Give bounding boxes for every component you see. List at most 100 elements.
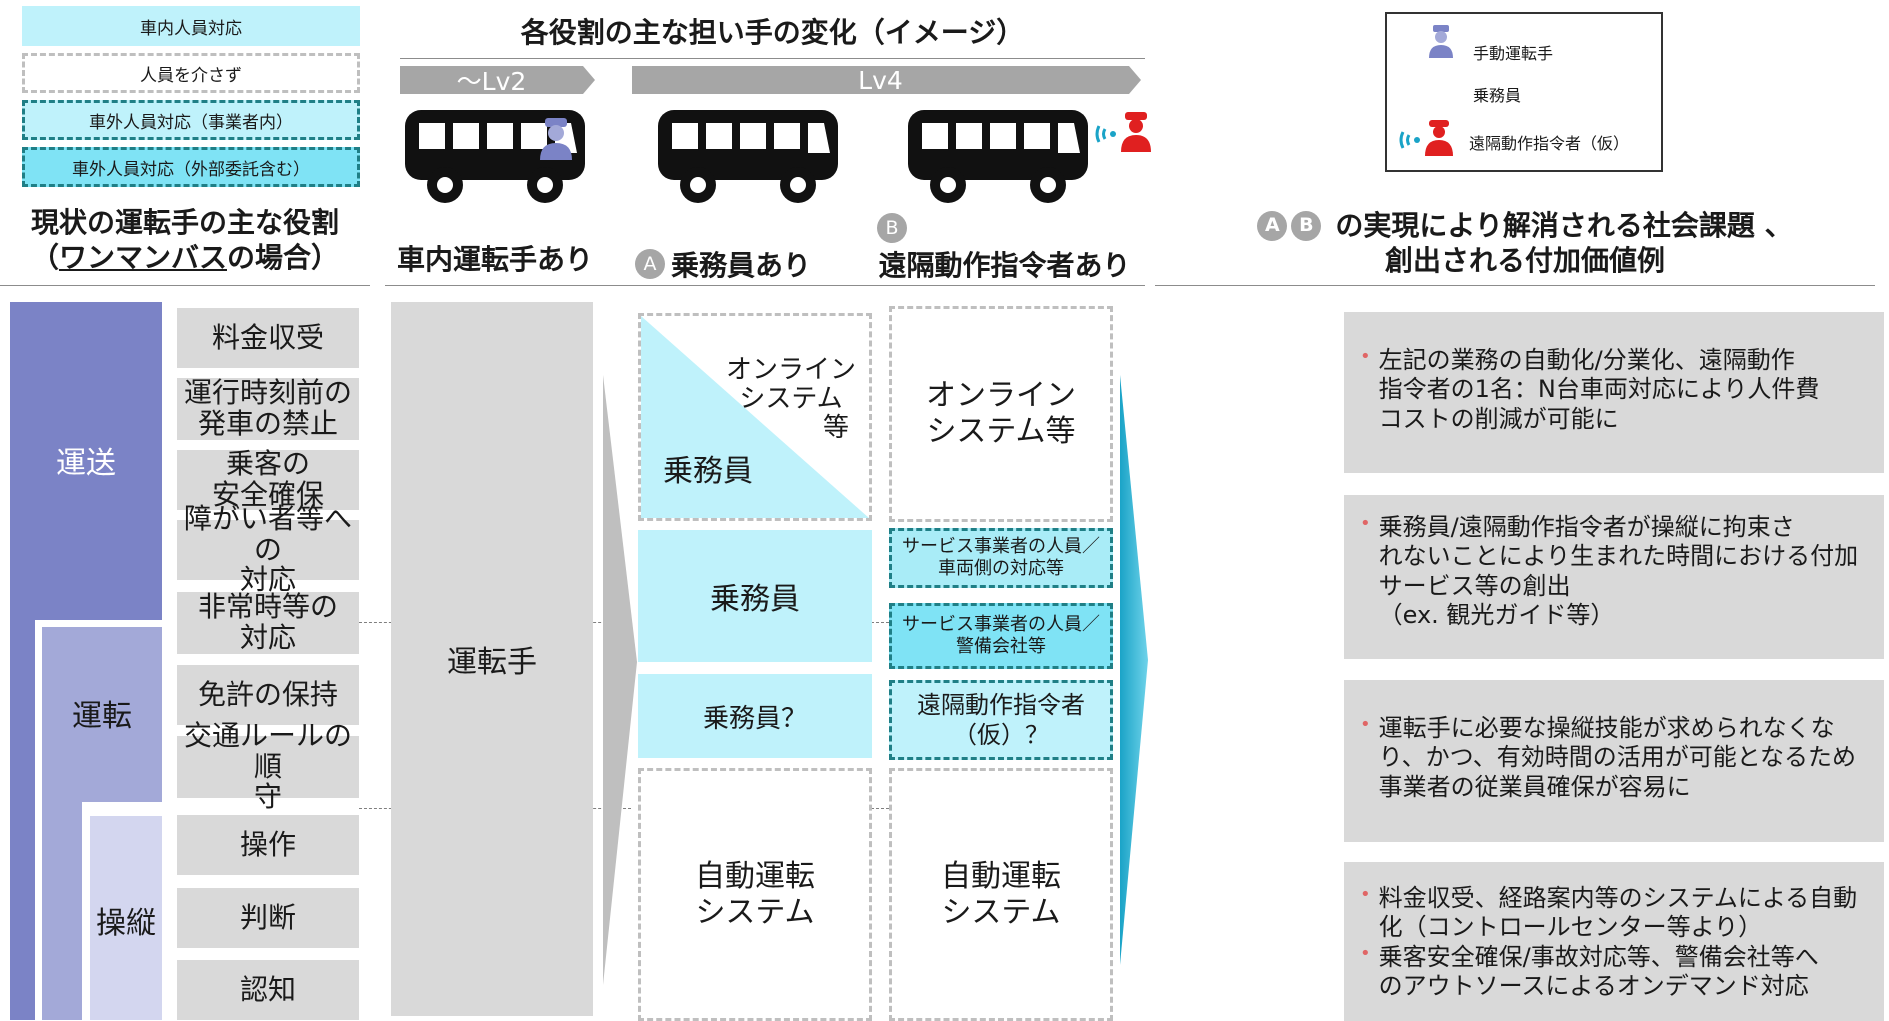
category-steering-fill bbox=[90, 816, 162, 1020]
task-no-early-departure-line2: 発車の禁止 bbox=[197, 407, 338, 440]
b-remote-line1: 遠隔動作指令者 bbox=[917, 691, 1085, 719]
b-security-box: サービス事業者の人員／ 警備会社等 bbox=[889, 603, 1113, 669]
result-card-4: • 料金収受、経路案内等のシステムによる自動 化（コントロールセンター等より） … bbox=[1344, 862, 1884, 1021]
task-operation: 操作 bbox=[177, 815, 359, 875]
b-auto-line2: システム bbox=[941, 894, 1061, 930]
task-traffic-rules-line2: 守 bbox=[253, 780, 282, 814]
role-legend: 手動運転手 乗務員 遠隔動作指令者（仮） bbox=[1385, 12, 1663, 172]
bus-icon-a bbox=[658, 105, 838, 205]
legend-no-person: 人員を介さず bbox=[22, 53, 360, 93]
category-transport-label: 運送 bbox=[56, 446, 116, 481]
legend-external-operator-label: 車外人員対応（事業者内） bbox=[89, 112, 293, 133]
task-traffic-rules: 交通ルールの順 守 bbox=[177, 720, 359, 812]
attendant-header: A 乗務員あり bbox=[635, 244, 855, 284]
result-2-line3: サービス等の創出 bbox=[1378, 571, 1571, 600]
b-auto-line1: 自動運転 bbox=[941, 858, 1061, 894]
attendant-header-text: 乗務員あり bbox=[671, 249, 812, 282]
lv4-label: Lv4 bbox=[858, 65, 903, 95]
separator-a-b-1 bbox=[871, 622, 889, 623]
badge-b-top: B bbox=[877, 213, 907, 243]
manual-driver-icon-on-bus bbox=[538, 116, 574, 164]
header-divider-left bbox=[0, 285, 370, 286]
lv4-banner: Lv4 bbox=[632, 65, 1141, 95]
task-recognition: 認知 bbox=[177, 960, 359, 1020]
header-divider-mid bbox=[385, 285, 1145, 286]
b-security-line2: 警備会社等 bbox=[956, 636, 1046, 657]
lv2-driver-label: 運転手 bbox=[447, 645, 537, 680]
task-traffic-rules-line1: 交通ルールの順 bbox=[183, 718, 352, 783]
legend-remote-operator: 遠隔動作指令者（仮） bbox=[1469, 134, 1630, 153]
task-no-early-departure: 運行時刻前の 発車の禁止 bbox=[177, 376, 359, 440]
task-emergency-response-line2: 対応 bbox=[239, 621, 296, 654]
category-transport: 運送 bbox=[10, 430, 162, 490]
task-disability-support: 障がい者等への 対応 bbox=[177, 503, 359, 595]
a-online-line1: オンライン bbox=[725, 355, 856, 385]
result-4a-line2: 化（コントロールセンター等より） bbox=[1378, 913, 1763, 942]
result-1-line2: 指令者の1名：N台車両対応により人件費 bbox=[1378, 375, 1820, 404]
a-attendant-question-label: 乗務員？ bbox=[702, 703, 807, 734]
current-roles-header: 現状の運転手の主な役割 （ワンマンバスの場合） bbox=[0, 205, 370, 275]
bullet-icon: • bbox=[1360, 884, 1371, 905]
remote-operator-icon bbox=[1399, 118, 1463, 160]
result-header-text: の実現により解消される社会課題 、 bbox=[1335, 209, 1793, 242]
result-4b-line1: 乗客安全確保/事故対応等、警備会社等へ bbox=[1378, 942, 1819, 971]
legend-external-outsourced: 車外人員対応（外部委託含む） bbox=[22, 147, 360, 187]
legend-external-outsourced-label: 車外人員対応（外部委託含む） bbox=[72, 159, 310, 180]
in-vehicle-driver-header-text: 車内運転手あり bbox=[396, 243, 593, 276]
result-2-line1: 乗務員/遠隔動作指令者が操縦に拘束さ bbox=[1378, 513, 1795, 541]
a-online-line2: システム bbox=[739, 384, 843, 415]
result-header-line1: A B の実現により解消される社会課題 、 bbox=[1185, 208, 1865, 243]
b-service-staff-box: サービス事業者の人員／ 車両側の対応等 bbox=[889, 528, 1113, 588]
b-service-line1: サービス事業者の人員／ bbox=[902, 536, 1100, 558]
a-auto-line1: 自動運転 bbox=[695, 858, 815, 894]
result-1-line3: コストの削減が可能に bbox=[1378, 404, 1619, 433]
one-man-bus-label: ワンマンバス bbox=[58, 241, 227, 274]
title-underline bbox=[400, 58, 1145, 59]
task-fare-collection: 料金収受 bbox=[177, 308, 359, 368]
a-attendant-mid: 乗務員 bbox=[638, 530, 872, 662]
legend-no-person-label: 人員を介さず bbox=[140, 65, 242, 86]
lv2-driver-block: 運転手 bbox=[391, 302, 593, 1016]
remote-header: 遠隔動作指令者あり bbox=[862, 244, 1147, 284]
bullet-icon: • bbox=[1360, 346, 1371, 367]
a-autonomous-system: 自動運転 システム bbox=[638, 768, 872, 1021]
a-attendant-top-label: 乗務員 bbox=[663, 454, 753, 489]
b-remote-operator-box: 遠隔動作指令者 （仮）？ bbox=[889, 680, 1113, 760]
legend-in-vehicle: 車内人員対応 bbox=[22, 6, 360, 46]
diagram-title: 各役割の主な担い手の変化（イメージ） bbox=[400, 8, 1145, 54]
current-roles-header-line2: （ワンマンバスの場合） bbox=[0, 240, 370, 275]
badge-a-result: A bbox=[1257, 210, 1288, 241]
task-license-holding-label: 免許の保持 bbox=[197, 677, 338, 711]
b-online-line1: オンライン bbox=[926, 378, 1076, 413]
result-card-2: • 乗務員/遠隔動作指令者が操縦に拘束さ れないことにより生まれた時間における付… bbox=[1344, 495, 1884, 659]
bullet-icon: • bbox=[1360, 513, 1371, 534]
transition-chevron-cyan bbox=[1120, 375, 1148, 969]
category-steering-label: 操縦 bbox=[96, 906, 156, 941]
lv2-label: ～Lv2 bbox=[456, 67, 527, 96]
result-3-line3: 事業者の従業員確保が容易に bbox=[1378, 772, 1691, 801]
header-divider-right bbox=[1155, 285, 1875, 286]
task-license-holding: 免許の保持 bbox=[177, 665, 359, 725]
task-disability-support-line1: 障がい者等への bbox=[183, 501, 352, 566]
result-4b-line2: のアウトソースによるオンデマンド対応 bbox=[1378, 971, 1809, 1000]
task-disability-support-line2: 対応 bbox=[239, 563, 296, 597]
b-security-line1: サービス事業者の人員／ bbox=[902, 613, 1100, 635]
a-attendant-mid-label: 乗務員 bbox=[710, 582, 800, 617]
result-header-line2: 創出される付加価値例 bbox=[1384, 244, 1665, 277]
badge-a: A bbox=[635, 249, 665, 279]
category-driving: 運転 bbox=[42, 683, 162, 743]
category-steering: 操縦 bbox=[90, 890, 162, 950]
result-2-line4: （ex. 観光ガイド等） bbox=[1378, 600, 1615, 629]
task-passenger-safety-line1: 乗客の bbox=[225, 447, 310, 481]
task-no-early-departure-line1: 運行時刻前の bbox=[183, 376, 352, 410]
task-fare-collection-label: 料金収受 bbox=[211, 320, 324, 354]
result-3-line1: 運転手に必要な操縦技能が求められなくな bbox=[1378, 714, 1835, 742]
diagram-title-text: 各役割の主な担い手の変化（イメージ） bbox=[520, 16, 1025, 49]
result-2-line2: れないことにより生まれた時間における付加 bbox=[1378, 542, 1859, 571]
legend-manual-driver: 手動運転手 bbox=[1473, 44, 1554, 63]
bullet-icon: • bbox=[1360, 714, 1371, 735]
task-judgment: 判断 bbox=[177, 888, 359, 948]
result-header: A B の実現により解消される社会課題 、 創出される付加価値例 bbox=[1185, 208, 1865, 278]
b-online-line2: システム等 bbox=[926, 414, 1076, 449]
current-roles-paren-open: （ bbox=[30, 241, 59, 274]
